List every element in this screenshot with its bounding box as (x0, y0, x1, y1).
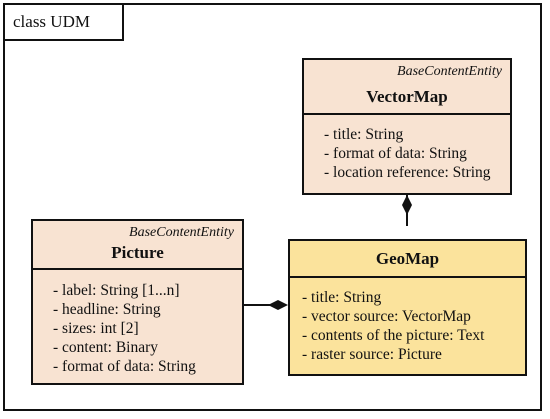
attribute: - title: String (302, 289, 382, 306)
class-vectormap[interactable]: BaseContentEntity VectorMap - title: Str… (302, 58, 512, 195)
attribute: - format of data: String (324, 145, 467, 162)
stereotype-label: BaseContentEntity (129, 225, 234, 240)
class-name: VectorMap (366, 87, 448, 106)
class-name: GeoMap (375, 249, 440, 268)
attribute: - location reference: String (324, 164, 491, 181)
stereotype-label: BaseContentEntity (397, 64, 502, 79)
class-picture[interactable]: BaseContentEntity Picture - label: Strin… (31, 219, 244, 385)
attribute: - content: Binary (53, 339, 159, 356)
composition-diamond-picture (268, 300, 288, 310)
diagram-frame (3, 3, 542, 411)
attribute-list: - title: String - format of data: String… (304, 115, 510, 182)
class-name: Picture (111, 243, 164, 262)
attribute: - headline: String (53, 301, 161, 318)
attribute: - vector source: VectorMap (302, 308, 471, 325)
attribute: - title: String (324, 126, 404, 143)
attribute-list: - label: String [1...n] - headline: Stri… (33, 270, 242, 376)
class-header: BaseContentEntity Picture (33, 221, 242, 270)
composition-diamond-vectormap (402, 195, 412, 215)
class-header: BaseContentEntity VectorMap (304, 60, 510, 115)
attribute: - raster source: Picture (302, 346, 442, 363)
attribute-list: - title: String - vector source: VectorM… (290, 278, 525, 364)
attribute: - contents of the picture: Text (302, 327, 485, 344)
attribute: - label: String [1...n] (53, 282, 180, 299)
attribute: - sizes: int [2] (53, 320, 139, 337)
attribute: - format of data: String (53, 358, 196, 375)
class-geomap[interactable]: GeoMap - title: String - vector source: … (288, 239, 527, 376)
frame-label: class UDM (3, 3, 124, 41)
class-header: GeoMap (290, 241, 525, 278)
